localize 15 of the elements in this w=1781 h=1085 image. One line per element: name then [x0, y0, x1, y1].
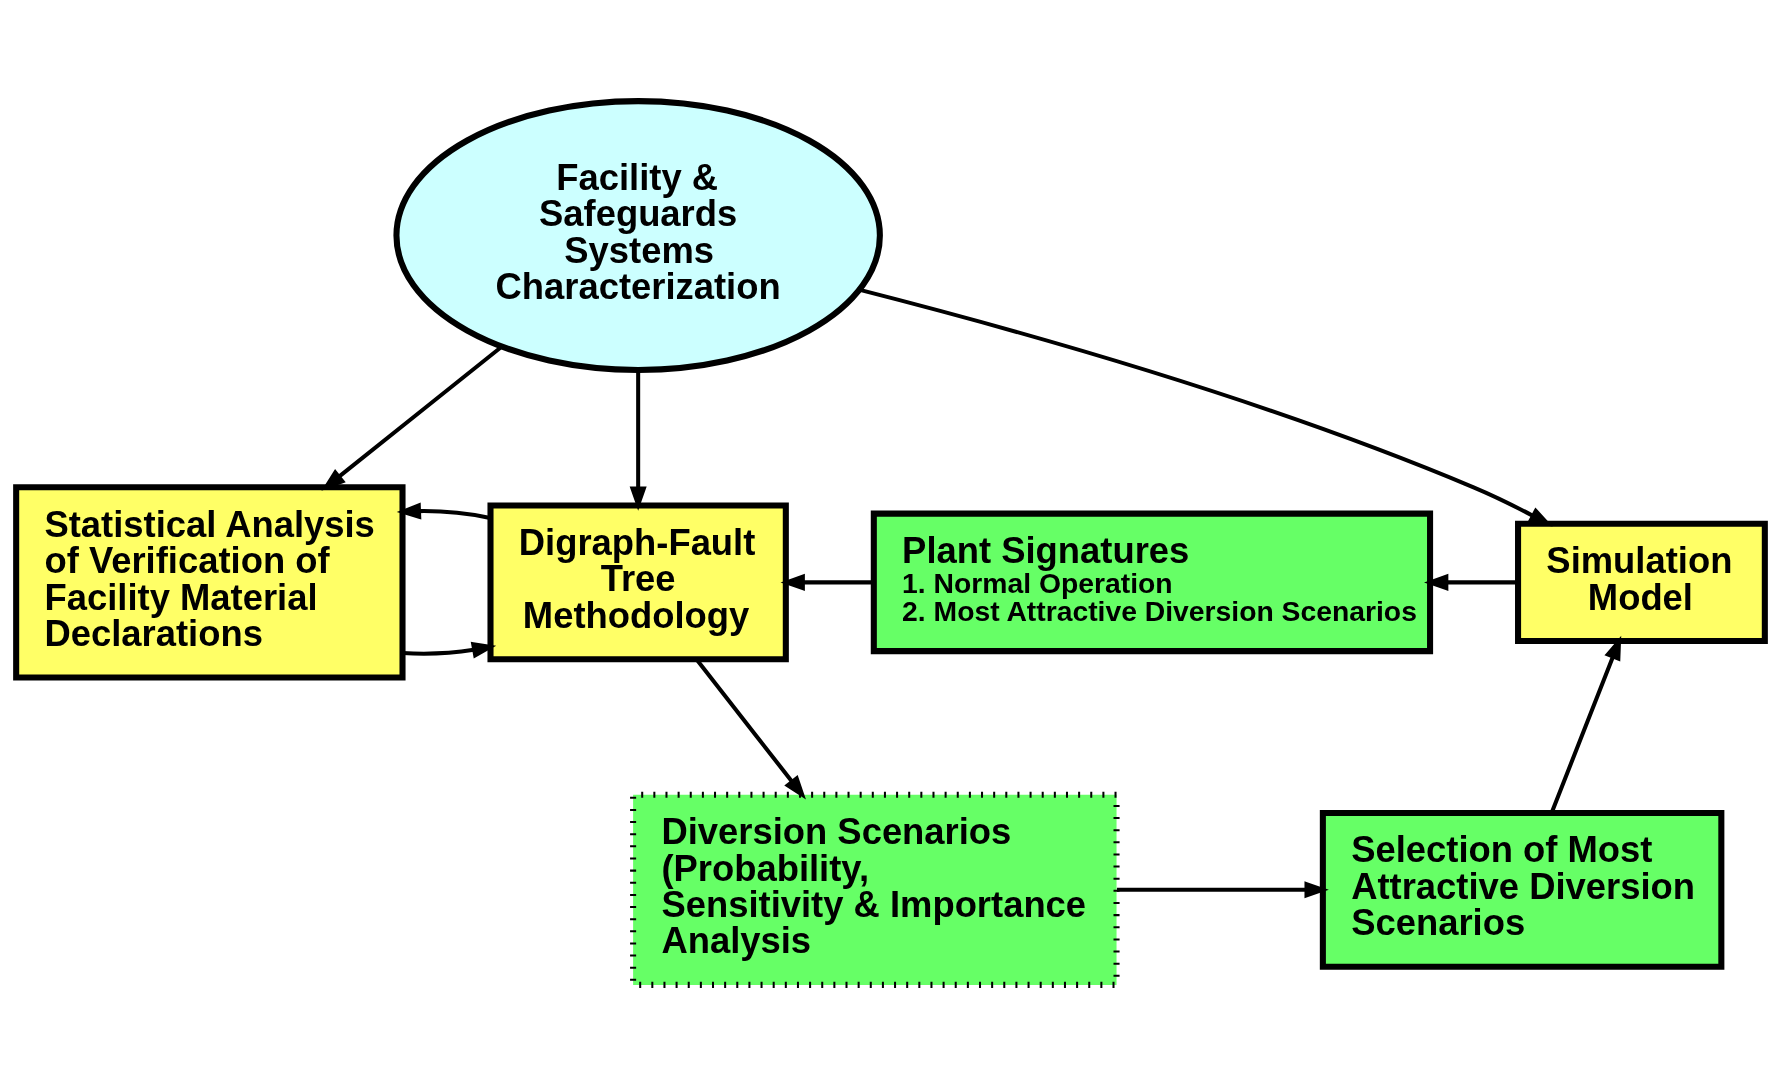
node-box: Selection of Most Attractive Diversion Scenarios: [1319, 809, 1725, 970]
arrow: [1549, 635, 1622, 813]
node-box: Diversion Scenarios (Probability, Sensitivity & Importance Analysis: [630, 791, 1120, 988]
node-box: Statistical Analysis of Verification of Facility Material Declarations: [13, 483, 406, 680]
arrow: [629, 369, 647, 511]
arrow: [1424, 573, 1518, 591]
arrow: [780, 573, 874, 591]
node-box: Digraph-Fault Tree Methodology: [487, 502, 789, 662]
node-box: Simulation Model: [1515, 520, 1768, 644]
arrow: [1116, 880, 1329, 898]
arrow: [402, 641, 497, 658]
node-box: Plant Signatures 1. Normal Operation 2. Most Attractive Diversion Scenarios: [870, 510, 1434, 654]
arrow: [859, 287, 1553, 526]
node-ellipse: Facility & Safeguards Systems Characterization: [393, 97, 883, 373]
arrow: [396, 502, 491, 520]
